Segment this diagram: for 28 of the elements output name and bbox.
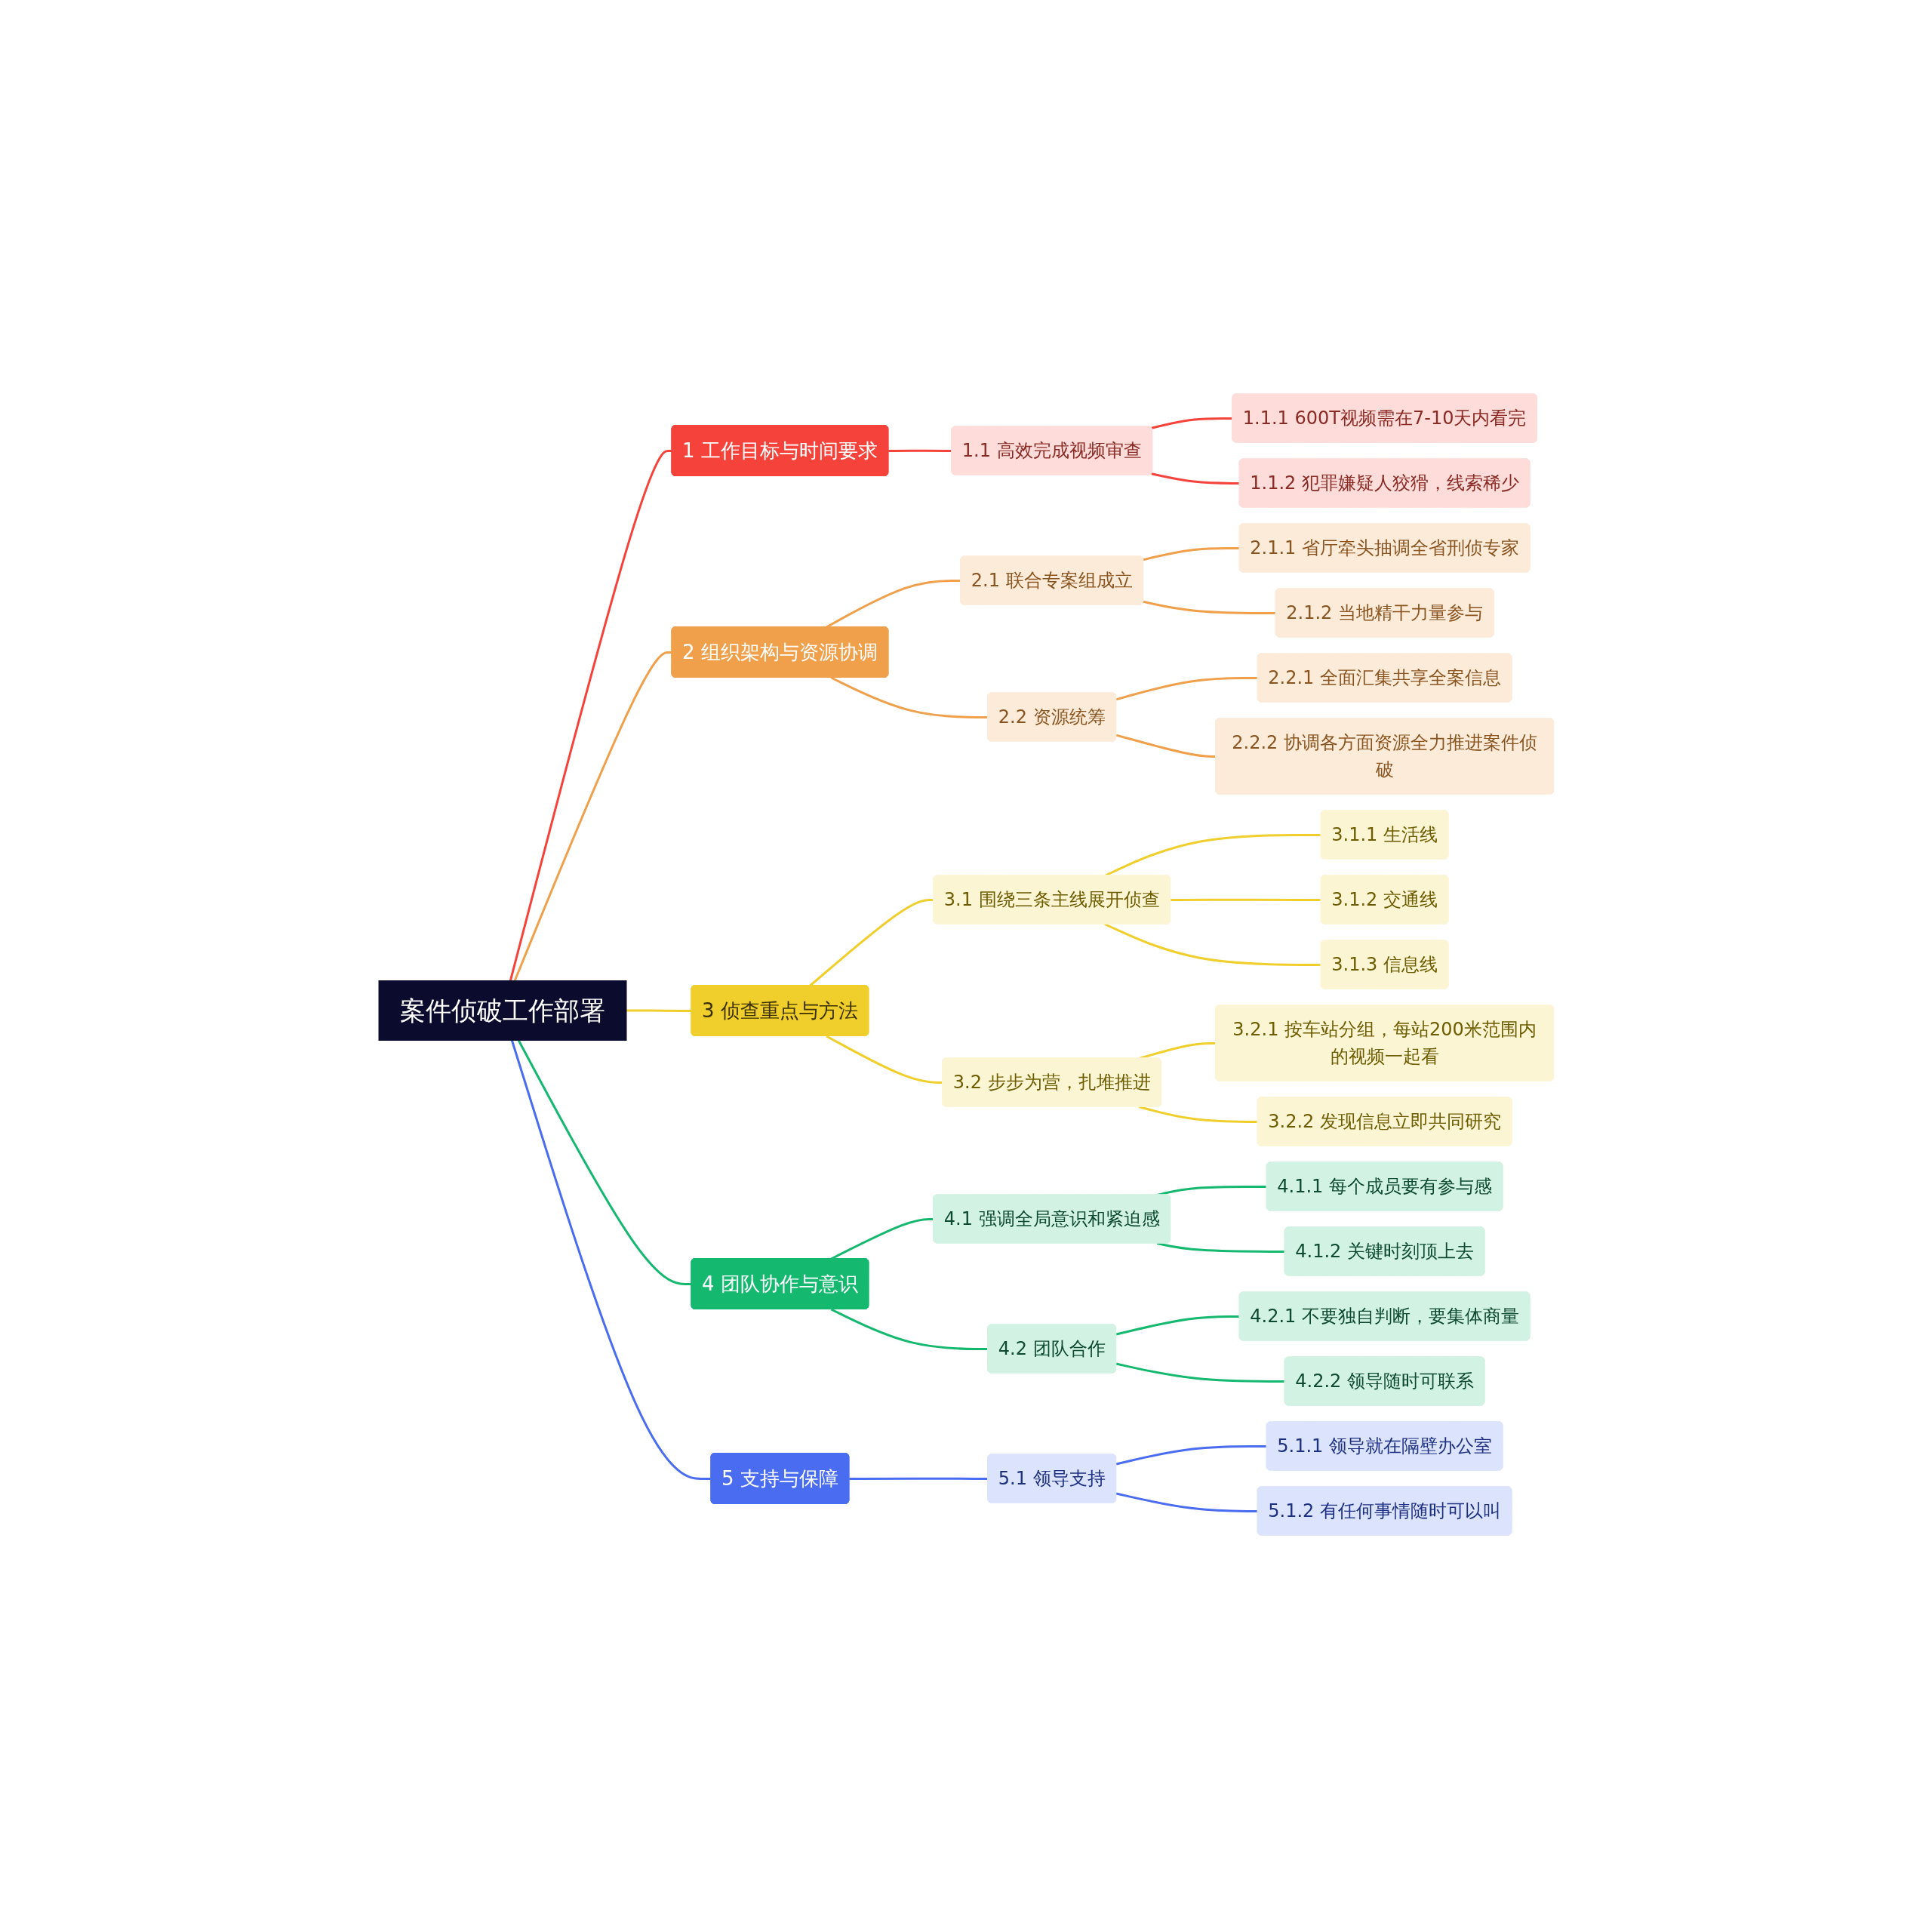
connector bbox=[1115, 1362, 1285, 1383]
connector bbox=[1143, 600, 1276, 614]
connector bbox=[510, 1040, 712, 1480]
connector bbox=[513, 651, 672, 982]
connector bbox=[849, 1477, 988, 1480]
connector bbox=[626, 1009, 692, 1012]
connector bbox=[1115, 1315, 1240, 1336]
connector bbox=[1170, 898, 1321, 901]
connector bbox=[517, 1039, 692, 1285]
node-box: 案件侦破工作部署 bbox=[378, 980, 627, 1041]
connector bbox=[1156, 1242, 1285, 1253]
connector bbox=[888, 449, 952, 452]
connector bbox=[1115, 1492, 1258, 1512]
connector bbox=[1115, 1444, 1267, 1466]
connector bbox=[830, 676, 988, 718]
connector bbox=[1151, 472, 1240, 485]
connector bbox=[1138, 1041, 1216, 1060]
connector bbox=[1103, 833, 1321, 877]
connector bbox=[826, 1035, 943, 1084]
connector bbox=[1143, 546, 1240, 561]
connector bbox=[509, 449, 672, 981]
connector bbox=[1103, 923, 1321, 966]
connector bbox=[1115, 734, 1216, 758]
connector bbox=[1156, 1185, 1267, 1196]
connector bbox=[1138, 1106, 1258, 1123]
connector bbox=[1151, 417, 1232, 429]
connector bbox=[1115, 676, 1258, 701]
connector bbox=[830, 1308, 988, 1350]
